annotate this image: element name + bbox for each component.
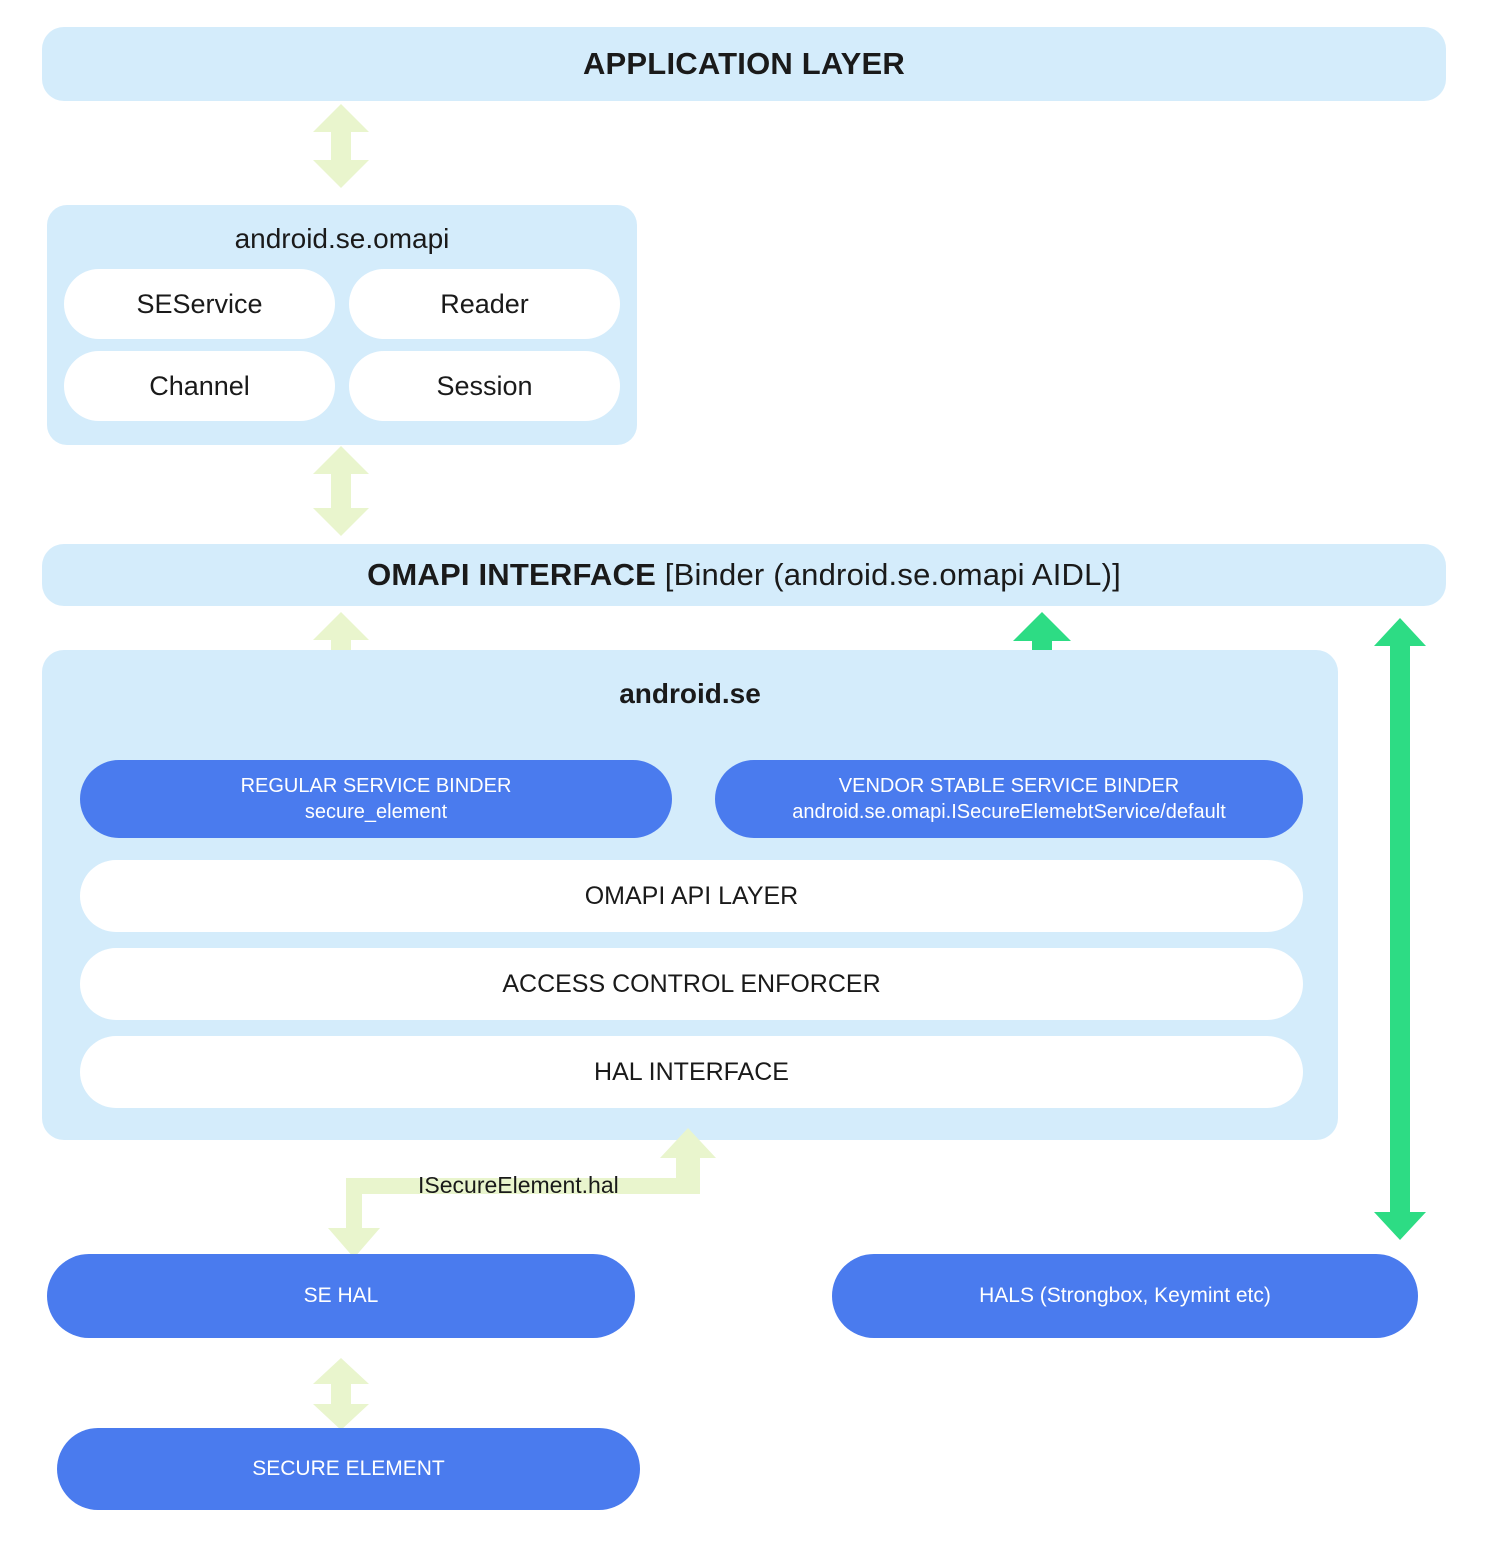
omapi-class-channel[interactable]: Channel bbox=[64, 351, 335, 421]
arrow-app-to-omapi bbox=[313, 104, 369, 188]
omapi-interface-banner: OMAPI INTERFACE [Binder (android.se.omap… bbox=[42, 544, 1446, 606]
secure-element-label: SECURE ELEMENT bbox=[252, 1457, 445, 1480]
binder-row: REGULAR SERVICE BINDER secure_element VE… bbox=[80, 760, 1303, 838]
omapi-package-title: android.se.omapi bbox=[234, 223, 450, 254]
application-layer-banner: APPLICATION LAYER bbox=[42, 27, 1446, 101]
vendor-service-binder-box[interactable]: VENDOR STABLE SERVICE BINDER android.se.… bbox=[715, 760, 1303, 838]
omapi-class-grid: SEService Reader Channel Session bbox=[64, 269, 620, 421]
vendor-service-binder-name: VENDOR STABLE SERVICE BINDER bbox=[838, 774, 1180, 797]
vendor-service-binder-detail: android.se.omapi.ISecureElemebtService/d… bbox=[792, 801, 1226, 823]
omapi-class-session[interactable]: Session bbox=[349, 351, 620, 421]
omapi-interface-title: OMAPI INTERFACE [Binder (android.se.omap… bbox=[367, 557, 1121, 593]
android-se-layer-rows: OMAPI API LAYER ACCESS CONTROL ENFORCER … bbox=[80, 860, 1303, 1108]
layer-omapi-api[interactable]: OMAPI API LAYER bbox=[80, 860, 1303, 932]
omapi-interface-title-regular: [Binder (android.se.omapi AIDL)] bbox=[655, 557, 1121, 592]
arrow-vendor-to-hals-green bbox=[1374, 618, 1426, 1240]
se-hal-box[interactable]: SE HAL bbox=[47, 1254, 635, 1338]
se-hal-label: SE HAL bbox=[303, 1284, 379, 1307]
regular-service-binder-detail: secure_element bbox=[304, 801, 448, 823]
omapi-package-box: android.se.omapi SEService Reader Channe… bbox=[47, 205, 637, 445]
layer-access-control-enforcer[interactable]: ACCESS CONTROL ENFORCER bbox=[80, 948, 1303, 1020]
hal-connector-label: ISecureElement.hal bbox=[418, 1172, 619, 1198]
arrow-omapi-to-interface bbox=[313, 446, 369, 536]
arrow-se-hal-to-secure-element bbox=[313, 1358, 369, 1430]
regular-service-binder-box[interactable]: REGULAR SERVICE BINDER secure_element bbox=[80, 760, 672, 838]
secure-element-box[interactable]: SECURE ELEMENT bbox=[57, 1428, 640, 1510]
omapi-interface-title-bold: OMAPI INTERFACE bbox=[367, 557, 656, 592]
android-se-title: android.se bbox=[619, 678, 761, 709]
application-layer-title: APPLICATION LAYER bbox=[582, 46, 906, 81]
omapi-class-reader[interactable]: Reader bbox=[349, 269, 620, 339]
regular-service-binder-name: REGULAR SERVICE BINDER bbox=[240, 774, 512, 797]
android-se-container: android.se REGULAR SERVICE BINDER secure… bbox=[42, 650, 1338, 1140]
arrow-hal-interface-to-se-hal bbox=[318, 1128, 718, 1258]
layer-hal-interface[interactable]: HAL INTERFACE bbox=[80, 1036, 1303, 1108]
hals-label: HALS (Strongbox, Keymint etc) bbox=[979, 1284, 1271, 1307]
hals-box[interactable]: HALS (Strongbox, Keymint etc) bbox=[832, 1254, 1418, 1338]
omapi-class-seservice[interactable]: SEService bbox=[64, 269, 335, 339]
